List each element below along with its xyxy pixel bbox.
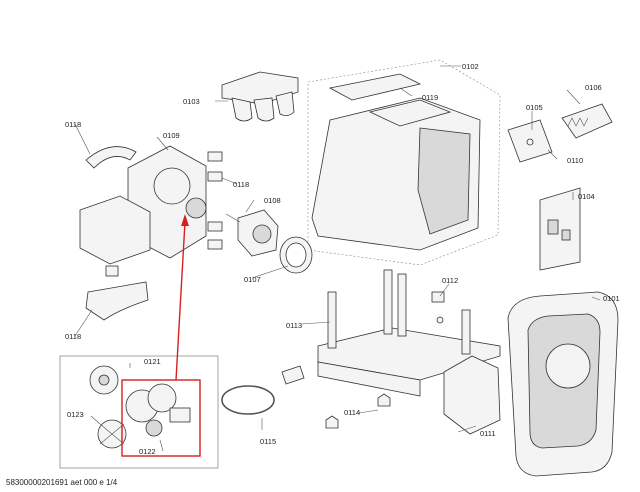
label-0118-top: 0118 [65,120,81,129]
label-0109: 0109 [163,131,180,140]
label-0111: 0111 [480,429,496,438]
part-0111-bracket [443,355,501,435]
part-0114-screws [325,393,391,429]
gear-group-frame [59,355,219,469]
label-0110: 0110 [567,156,583,165]
part-0123-gears [89,365,127,449]
part-0108-coupling [225,209,279,257]
document-footer: 58300000201691 aet 000 e 1/4 [6,478,118,487]
label-0115: 0115 [260,437,276,446]
label-0112: 0112 [442,276,458,285]
part-0106-spring [561,103,613,139]
part-0104-circuit-board [539,187,581,271]
label-0107: 0107 [244,275,261,284]
label-0106: 0106 [585,83,602,92]
highlight-box-0122 [121,379,201,457]
part-0118-bottom-bracket [85,281,149,321]
label-0122: 0122 [139,447,156,456]
part-0118-pads [207,151,223,250]
part-0115-cable [221,365,305,415]
part-0105-module [507,119,553,163]
part-0122-gear-shaft [125,383,191,437]
label-0119: 0119 [422,93,438,102]
part-0102-housing [311,73,481,251]
label-0108: 0108 [264,196,281,205]
part-0101-front-panel [507,291,619,477]
part-0112-clip [431,291,445,324]
label-0118-bottom: 0118 [65,332,81,341]
part-0107-ring [279,236,313,274]
label-0118-mid: 0118 [233,180,249,189]
label-0114: 0114 [344,408,360,417]
label-0101: 0101 [603,294,620,303]
label-0121: 0121 [144,357,161,366]
part-0102-outline [307,59,501,266]
label-0102: 0102 [462,62,479,71]
motor [79,195,151,277]
part-0118-top-bracket [85,146,137,169]
label-0103: 0103 [183,97,200,106]
label-0105: 0105 [526,103,543,112]
label-0104: 0104 [578,192,595,201]
label-0123: 0123 [67,410,84,419]
label-0113: 0113 [286,321,302,330]
leader-lines [74,65,601,452]
part-0103-basket [221,71,299,122]
highlight-arrow [175,214,189,381]
